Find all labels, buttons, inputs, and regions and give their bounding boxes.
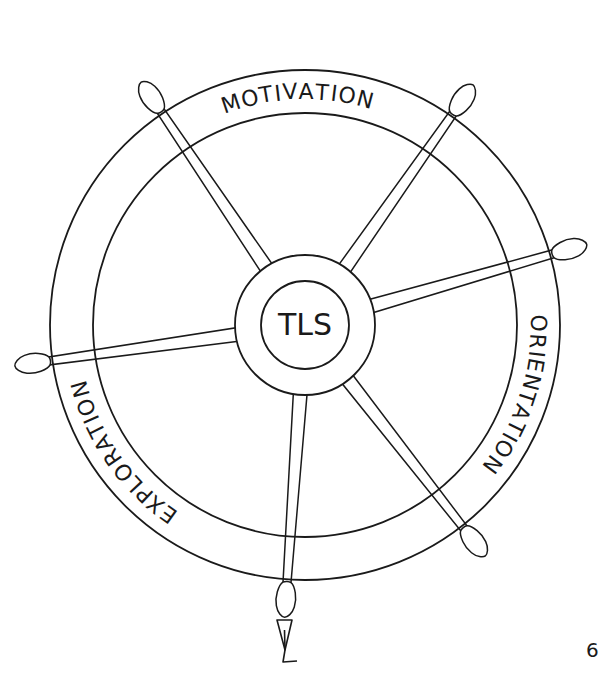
page-number: 6 (586, 640, 599, 660)
pen-nib (277, 620, 297, 662)
spoke (334, 84, 476, 280)
spoke (361, 239, 587, 316)
wheel-rim: MOTIVATION ORIENTATION EXPLORATION TLS (48, 68, 562, 582)
hub-label: TLS (278, 310, 332, 340)
spoke (139, 81, 278, 279)
spoke-handle (552, 239, 587, 260)
spoke (276, 384, 308, 617)
spoke-handle (276, 581, 296, 617)
rim-letter: R (526, 333, 549, 350)
spoke-handle (139, 81, 165, 113)
rim-letter: N (354, 87, 376, 112)
rim-letter: I (273, 82, 282, 105)
rim-letter: V (282, 81, 298, 104)
hub-center (261, 281, 349, 369)
spoke-handle (15, 353, 51, 373)
pen-nib (277, 620, 292, 650)
hub-ring (235, 255, 375, 395)
spoke-bar (157, 109, 277, 279)
spoke-bar (336, 368, 467, 531)
hub-circle: TLS (233, 253, 377, 397)
rim-letter: T (258, 83, 275, 107)
spoke-bar (361, 250, 554, 315)
rim-word: ORIENTATION (478, 309, 552, 477)
rim-word: MOTIVATION (217, 78, 379, 118)
spoke-bar (49, 326, 247, 364)
rim-circle (93, 113, 517, 537)
pen-slit (284, 630, 286, 650)
pen-stroke (283, 650, 297, 662)
spoke-bar (283, 384, 308, 582)
rim-word: EXPLORATION (67, 375, 183, 528)
spoke-bar (334, 111, 457, 280)
rim-letter: A (299, 81, 314, 103)
spoke (336, 368, 487, 557)
rim-circle (50, 70, 560, 580)
rim-letter: O (527, 315, 549, 332)
rim-letter: T (315, 81, 330, 104)
spoke-handle (449, 84, 475, 116)
spoke-handle (460, 526, 487, 557)
